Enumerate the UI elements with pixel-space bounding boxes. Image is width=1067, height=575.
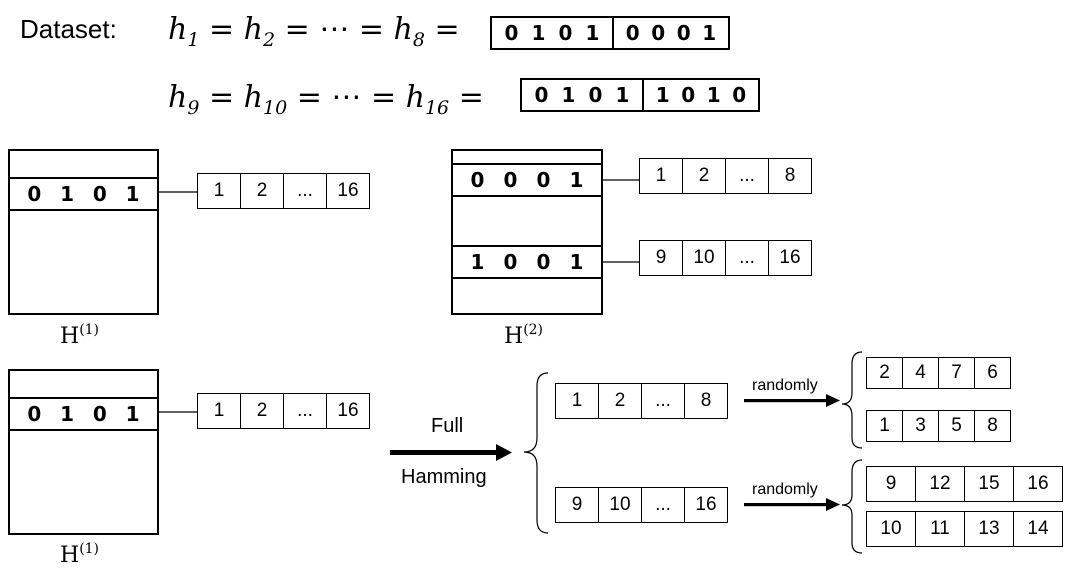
equation-1: h1 = h2 = ⋯ = h8 = bbox=[168, 12, 460, 51]
randomly-label: randomly bbox=[752, 377, 818, 394]
table-caption-h1-bottom: H(1) bbox=[60, 541, 100, 568]
equation-2: h9 = h10 = ⋯ = h16 = bbox=[168, 80, 484, 119]
table-caption-h2: H(2) bbox=[504, 322, 544, 349]
arrow-label-hamming: Hamming bbox=[401, 466, 487, 488]
dataset-label: Dataset: bbox=[20, 14, 117, 44]
randomly-label: randomly bbox=[752, 481, 818, 498]
table-caption-h1: H(1) bbox=[60, 322, 100, 349]
arrow-label-full: Full bbox=[431, 415, 464, 437]
